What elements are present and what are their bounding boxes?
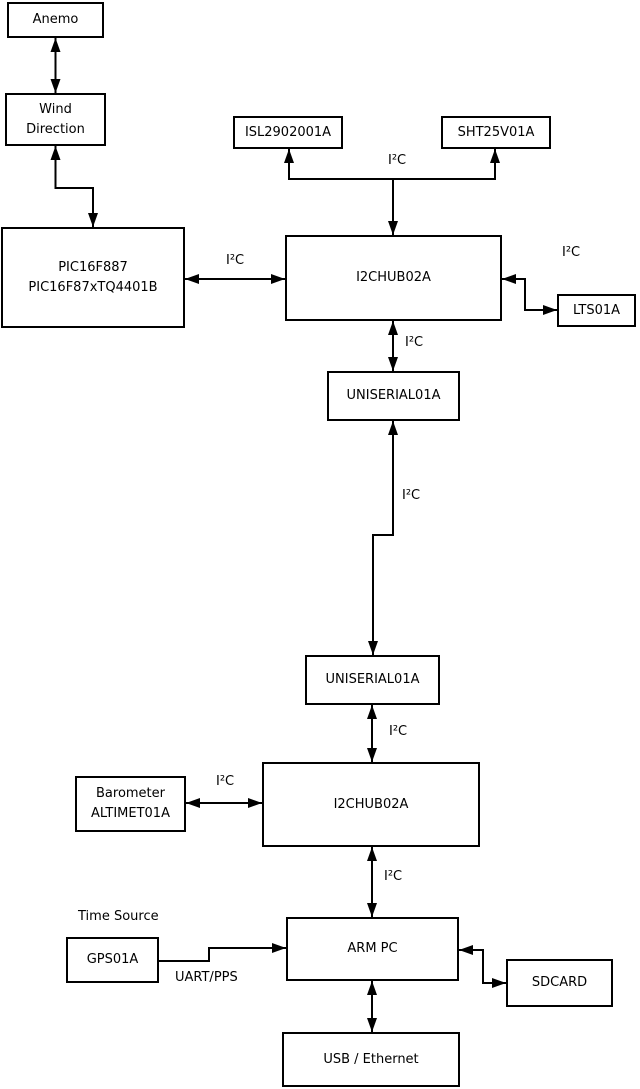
node-gps-label: GPS01A <box>86 952 139 967</box>
node-sdcard-label: SDCARD <box>531 975 588 990</box>
node-uniserial-top: UNISERIAL01A <box>327 371 460 421</box>
node-uniserial-bottom-label: UNISERIAL01A <box>325 672 420 687</box>
node-arm-pc-label: ARM PC <box>347 941 398 956</box>
edge-label-gps-armpc-uart-pps: UART/PPS <box>175 970 238 985</box>
node-lts-sensor-label: LTS01A <box>572 302 621 318</box>
node-isl-sensor: ISL2902001A <box>233 116 343 149</box>
node-i2c-hub-bottom: I2CHUB02A <box>262 762 480 847</box>
annotation-time-source: Time Source <box>78 909 159 924</box>
node-usb-ethernet: USB / Ethernet <box>282 1032 460 1087</box>
node-wind-direction-label: Wind Direction <box>26 101 85 137</box>
edge-label-hub-lts-i2c: I²C <box>562 245 581 260</box>
node-uniserial-top-label: UNISERIAL01A <box>346 388 441 403</box>
edge-wind-pic <box>50 146 98 227</box>
node-arm-pc: ARM PC <box>286 917 459 981</box>
edge-armpc-sdcard <box>459 945 506 988</box>
node-sht-sensor: SHT25V01A <box>441 116 551 149</box>
edge-label-sensor-bus-i2c: I²C <box>388 153 407 168</box>
node-barometer-label: Barometer ALTIMET01A <box>91 786 170 821</box>
node-sht-sensor-label: SHT25V01A <box>457 124 535 140</box>
edge-label-hub2-armpc-i2c: I²C <box>384 869 403 884</box>
node-i2c-hub-bottom-label: I2CHUB02A <box>333 796 409 812</box>
node-uniserial-bottom: UNISERIAL01A <box>305 655 440 705</box>
node-sdcard: SDCARD <box>506 959 613 1007</box>
edge-label-pic-hub-i2c: I²C <box>226 253 245 268</box>
node-anemometer: Anemo <box>7 2 104 38</box>
edge-label-uniserial-hub2-i2c: I²C <box>389 724 408 739</box>
node-anemometer-label: Anemo <box>32 12 79 27</box>
edge-hub1-lts <box>502 274 557 315</box>
node-i2c-hub-top-label: I2CHUB02A <box>356 270 431 285</box>
edge-label-uniserial-link-i2c: I²C <box>402 488 421 503</box>
node-gps: GPS01A <box>66 937 159 983</box>
edge-uniserial1-uniserial2 <box>368 421 398 655</box>
edge-label-barometer-hub2-i2c: I²C <box>216 774 235 789</box>
edge-label-hub-uniserial-i2c: I²C <box>405 335 424 350</box>
node-isl-sensor-label: ISL2902001A <box>244 124 332 140</box>
node-barometer: Barometer ALTIMET01A <box>75 776 186 832</box>
node-pic-microcontroller-label: PIC16F887 PIC16F87xTQ4401B <box>28 259 158 295</box>
node-lts-sensor: LTS01A <box>557 294 636 327</box>
node-pic-microcontroller: PIC16F887 PIC16F87xTQ4401B <box>1 227 185 328</box>
edge-gps-armpc <box>159 943 286 962</box>
node-wind-direction: Wind Direction <box>5 93 106 146</box>
node-usb-ethernet-label: USB / Ethernet <box>323 1051 419 1067</box>
node-i2c-hub-top: I2CHUB02A <box>285 235 502 321</box>
